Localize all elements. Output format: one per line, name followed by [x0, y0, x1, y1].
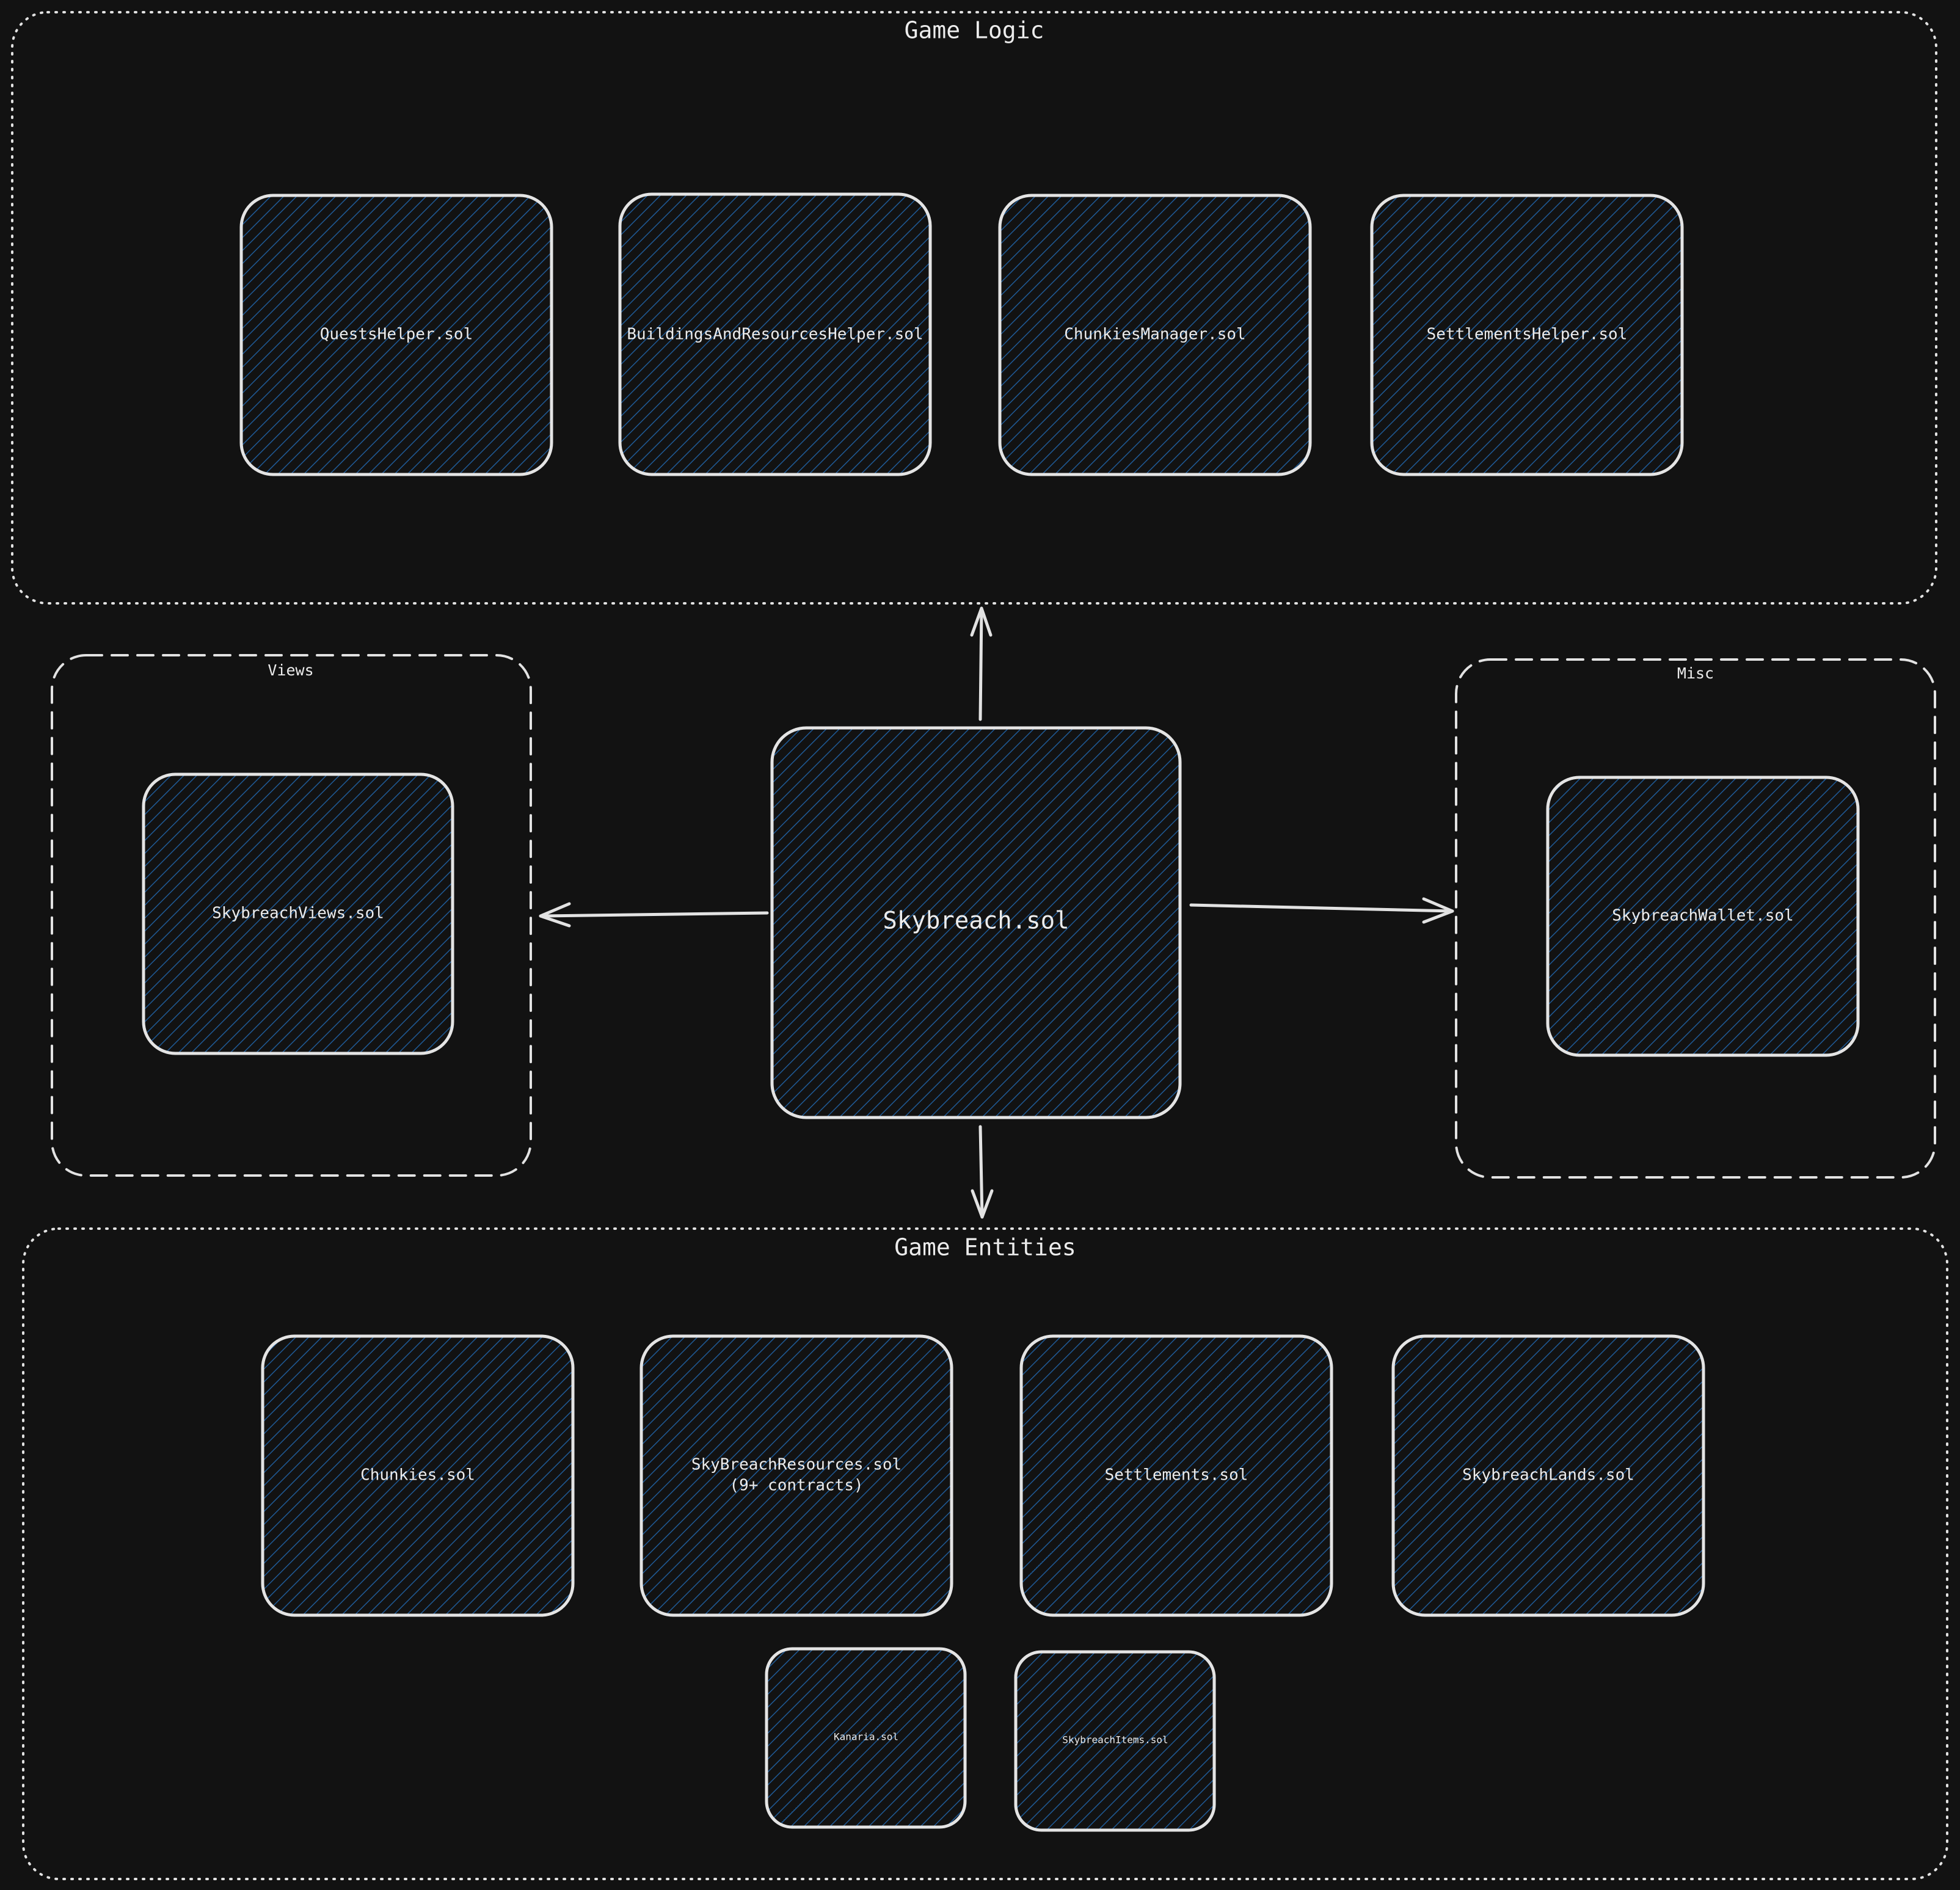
node-skybreach-views: SkybreachViews.sol — [142, 772, 454, 1055]
node-chunkies-manager-label: ChunkiesManager.sol — [1064, 325, 1245, 344]
node-settlements: Settlements.sol — [1019, 1334, 1333, 1617]
group-game-entities-label: Game Entities — [894, 1234, 1076, 1261]
arrow-to-views — [539, 902, 769, 928]
node-chunkies: Chunkies.sol — [261, 1334, 575, 1617]
node-settlements-helper: SettlementsHelper.sol — [1370, 194, 1684, 476]
node-skybreach-items-label: SkybreachItems.sol — [1062, 1734, 1168, 1746]
node-chunkies-label: Chunkies.sol — [360, 1466, 475, 1485]
group-game-entities: Game Entities — [22, 1227, 1948, 1880]
node-kanaria: Kanaria.sol — [765, 1647, 967, 1829]
group-game-logic-label: Game Logic — [905, 17, 1044, 44]
arrow-to-game-entities — [971, 1125, 994, 1219]
node-skybreach-resources-note: (9+ contracts) — [729, 1477, 863, 1495]
node-chunkies-manager: ChunkiesManager.sol — [998, 194, 1312, 476]
node-skybreach: Skybreach.sol — [770, 726, 1182, 1119]
group-views: Views — [51, 654, 532, 1177]
node-quests-helper-label: QuestsHelper.sol — [320, 325, 473, 344]
node-skybreach-lands-label: SkybreachLands.sol — [1462, 1466, 1634, 1485]
node-skybreach-items: SkybreachItems.sol — [1014, 1650, 1216, 1832]
node-settlements-label: Settlements.sol — [1105, 1466, 1248, 1485]
group-misc: Misc — [1455, 658, 1936, 1179]
group-game-logic: Game Logic — [11, 11, 1937, 605]
node-skybreach-wallet-label: SkybreachWallet.sol — [1612, 907, 1793, 925]
group-misc-label: Misc — [1677, 664, 1714, 682]
node-buildings-and-resources-helper: BuildingsAndResourcesHelper.sol — [618, 192, 932, 476]
node-skybreach-resources: SkyBreachResources.sol (9+ contracts) — [639, 1334, 953, 1617]
node-quests-helper: QuestsHelper.sol — [239, 194, 553, 476]
node-settlements-helper-label: SettlementsHelper.sol — [1427, 325, 1628, 344]
arrow-to-game-logic — [970, 606, 993, 721]
node-skybreach-label: Skybreach.sol — [883, 907, 1069, 935]
node-buildings-and-resources-helper-label: BuildingsAndResourcesHelper.sol — [627, 325, 923, 344]
node-kanaria-label: Kanaria.sol — [834, 1731, 898, 1743]
group-views-label: Views — [268, 661, 313, 679]
arrow-to-misc — [1189, 897, 1454, 924]
node-skybreach-wallet: SkybreachWallet.sol — [1546, 776, 1860, 1057]
node-skybreach-views-label: SkybreachViews.sol — [212, 904, 384, 923]
node-skybreach-resources-label: SkyBreachResources.sol — [691, 1456, 902, 1474]
node-skybreach-lands: SkybreachLands.sol — [1391, 1334, 1705, 1617]
